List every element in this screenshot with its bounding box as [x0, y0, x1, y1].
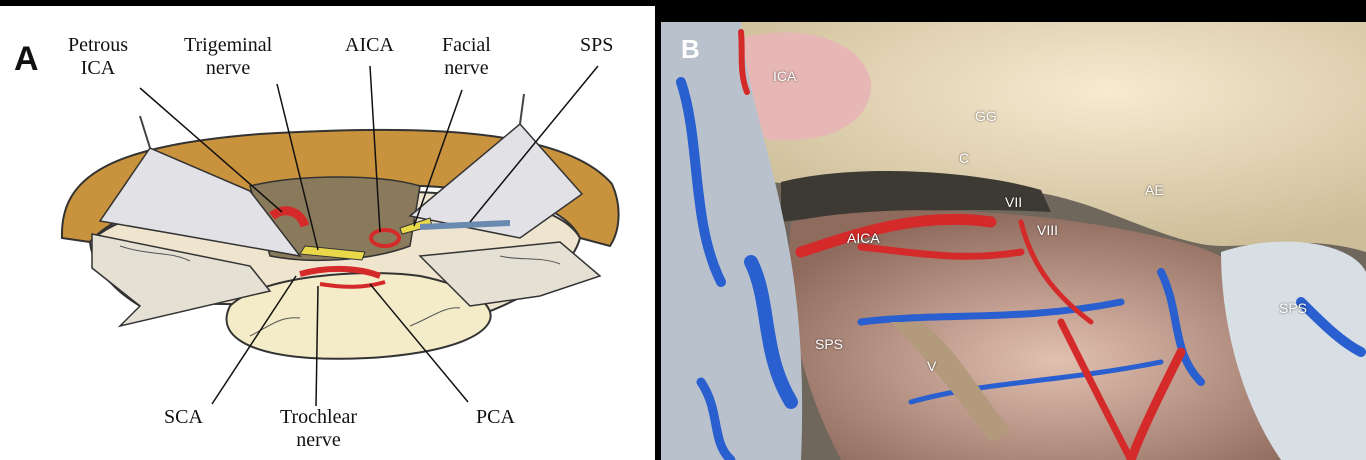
label-b-gg: GG	[975, 108, 997, 124]
panel-letter-a: A	[14, 40, 39, 78]
label-sps: SPS	[580, 34, 614, 56]
cerebellum	[225, 272, 492, 360]
label-aica: AICA	[345, 34, 394, 56]
surgical-photo	[661, 22, 1366, 460]
panel-a-illustration: A Petrous ICA Trigeminal nerve AICA Faci…	[0, 6, 655, 460]
veins	[676, 77, 1366, 460]
trigeminal-nerve-photo	[891, 322, 1011, 442]
ica-region	[730, 32, 872, 141]
label-b-ae: AE	[1145, 182, 1164, 198]
retractor-right	[519, 93, 525, 125]
label-trochlear-nerve: Trochlear nerve	[280, 406, 358, 451]
label-trigeminal-nerve: Trigeminal nerve	[184, 34, 273, 79]
label-b-viii: VIII	[1037, 222, 1059, 238]
aica-loop	[369, 228, 401, 248]
dura-flap-left	[98, 147, 302, 258]
right-tissue	[1221, 241, 1366, 460]
trigeminal-nerve-shape	[299, 245, 366, 261]
surgical-illustration	[60, 65, 620, 407]
label-petrous-ica: Petrous ICA	[68, 34, 128, 79]
dura-flap-right	[408, 122, 584, 239]
label-pca: PCA	[476, 406, 515, 428]
label-b-sps-left: SPS	[815, 336, 844, 352]
retractor-left	[139, 115, 151, 149]
panel-b-photo: B ICA GG C AE VII VIII AICA SPS SPS V	[661, 22, 1366, 460]
sca-vessel	[299, 265, 382, 279]
bone-block-left	[91, 233, 272, 328]
panel-letter-b: B	[681, 34, 700, 64]
label-b-vii: VII	[1005, 194, 1023, 210]
bone-block-right	[418, 241, 602, 307]
label-b-ica: ICA	[773, 68, 797, 84]
bone-texture	[119, 245, 561, 337]
label-facial-nerve: Facial nerve	[442, 34, 491, 79]
label-b-c: C	[959, 150, 970, 166]
label-b-aica: AICA	[847, 230, 880, 246]
pca-vessel	[319, 280, 386, 289]
sps-sinus-shape	[420, 220, 510, 230]
label-b-sps-right: SPS	[1279, 300, 1308, 316]
label-b-v: V	[927, 358, 937, 374]
dark-cavity	[781, 170, 1051, 222]
petrous-ica-vessel	[269, 206, 310, 228]
arteries	[738, 29, 1186, 460]
leader-lines	[139, 65, 599, 407]
petrous-bone	[721, 22, 1366, 252]
label-sca: SCA	[164, 406, 203, 428]
